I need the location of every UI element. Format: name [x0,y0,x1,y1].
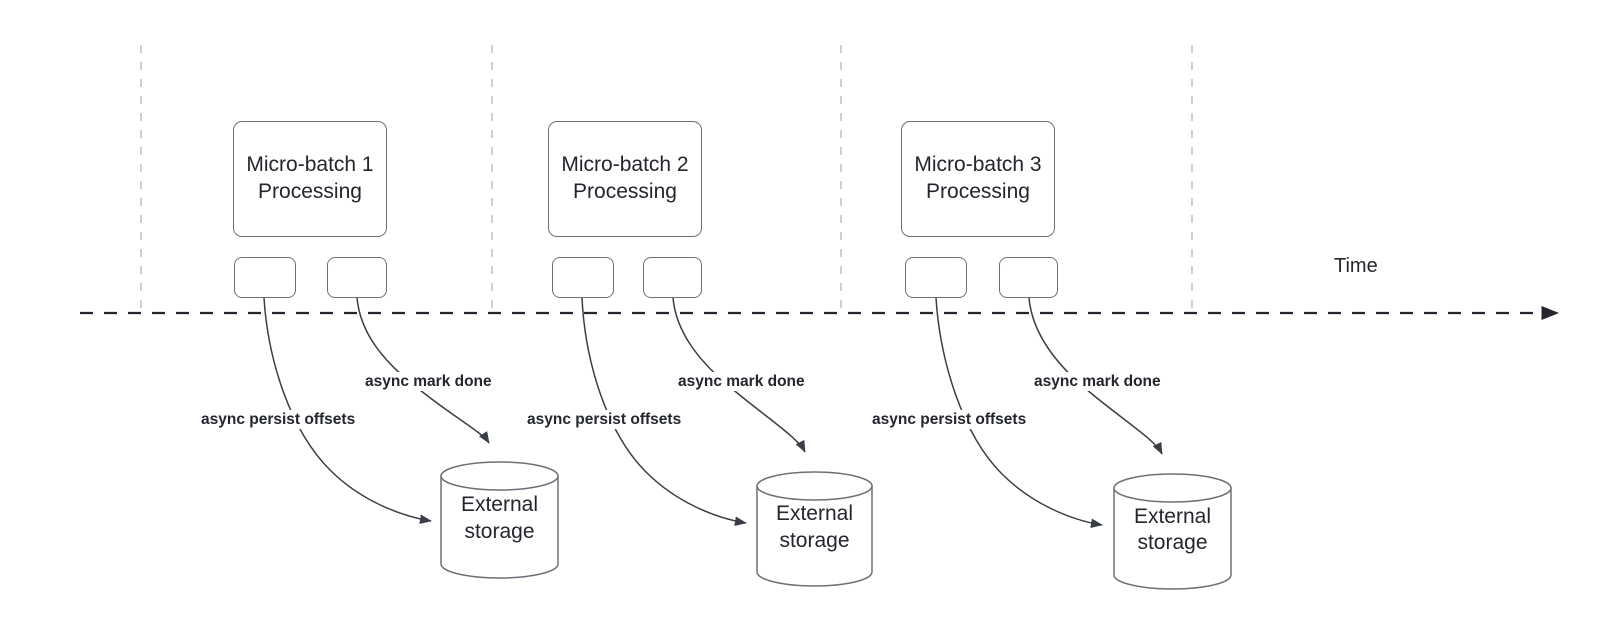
cylinder-top-ellipse [440,461,559,491]
edge-label-persist-offsets-1: async persist offsets [198,410,359,430]
task-box-2-2[interactable] [643,257,702,298]
cylinder-top-ellipse [1113,473,1232,503]
cylinder-body [756,485,873,587]
task-box-2-1[interactable] [552,257,614,298]
process-box-1[interactable]: Micro-batch 1 Processing [233,121,387,237]
process-box-2[interactable]: Micro-batch 2 Processing [548,121,702,237]
cylinder-body [1113,487,1232,590]
edge-mark-done-2 [672,297,806,453]
storage-cylinder-1[interactable] [440,461,559,579]
edge-mark-done-1 [356,297,490,444]
edge-label-persist-offsets-2: async persist offsets [524,410,685,430]
storage-cylinders [440,461,1232,590]
edge-label-mark-done-2: async mark done [675,372,808,392]
flow-edges [263,297,1163,528]
edge-persist-offsets-1 [263,297,432,524]
edge-label-mark-done-1: async mark done [362,372,495,392]
task-box-3-1[interactable] [905,257,967,298]
edge-mark-done-3 [1028,297,1163,455]
edge-persist-offsets-2 [581,297,747,526]
storage-cylinder-2[interactable] [756,471,873,587]
edge-label-persist-offsets-3: async persist offsets [869,410,1030,430]
storage-cylinder-3[interactable] [1113,473,1232,590]
timeline-tick-lines [140,45,1193,313]
cylinder-top-ellipse [756,471,873,501]
task-box-1-2[interactable] [327,257,387,298]
cylinder-body [440,475,559,579]
task-box-3-2[interactable] [999,257,1058,298]
process-box-3[interactable]: Micro-batch 3 Processing [901,121,1055,237]
edge-label-mark-done-3: async mark done [1031,372,1164,392]
edge-persist-offsets-3 [935,297,1103,528]
timeline-axis-label: Time [1334,255,1378,277]
task-box-1-1[interactable] [234,257,296,298]
